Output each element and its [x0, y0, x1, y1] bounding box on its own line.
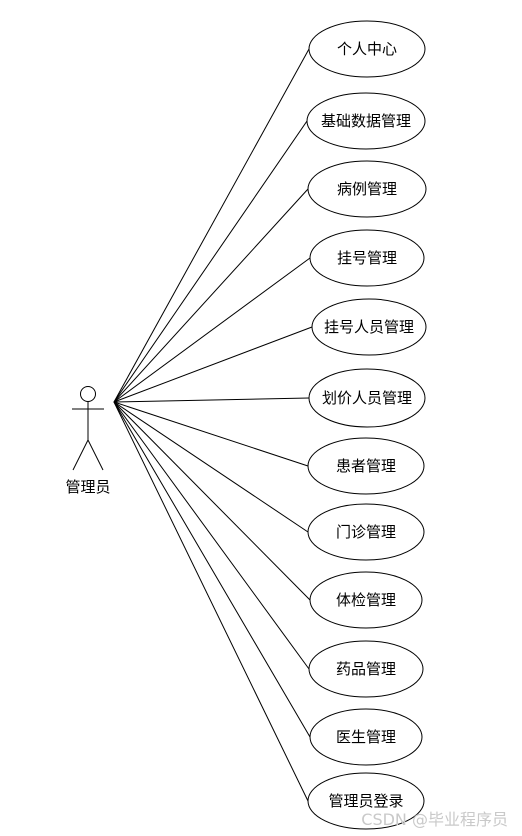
association-line — [113, 326, 313, 403]
association-line — [113, 401, 309, 533]
association-line — [113, 48, 310, 403]
use-case-ellipse — [307, 503, 425, 561]
use-case-ellipse — [306, 92, 426, 150]
use-case-group: 个人中心基础数据管理病例管理挂号管理挂号人员管理划价人员管理患者管理门诊管理体检… — [306, 20, 427, 830]
association-line — [113, 188, 309, 403]
association-line — [113, 401, 309, 467]
use-case-label: 病例管理 — [337, 180, 397, 198]
use-case-label: 药品管理 — [336, 660, 396, 678]
actor-right-leg — [87, 439, 104, 471]
use-case-label: 划价人员管理 — [322, 389, 412, 407]
association-line — [113, 401, 309, 802]
use-case-label: 医生管理 — [336, 728, 396, 746]
use-case-ellipse — [309, 708, 423, 766]
use-case-ellipse — [307, 437, 425, 495]
actor-left-leg — [72, 439, 89, 471]
use-case-label: 门诊管理 — [336, 523, 396, 541]
actor-administrator: 管理员 — [65, 386, 111, 496]
use-case-label: 挂号管理 — [337, 249, 397, 267]
use-case-label: 管理员登录 — [328, 792, 403, 810]
use-case-ellipse — [307, 772, 425, 830]
association-line — [113, 257, 311, 403]
use-case-label: 体检管理 — [336, 591, 396, 609]
actor-head — [80, 386, 96, 402]
use-case-ellipse — [309, 229, 425, 287]
use-case-ellipse — [311, 298, 427, 356]
watermark: CSDN @毕业程序员 — [361, 810, 508, 829]
use-case-ellipse — [308, 640, 424, 698]
association-line — [113, 401, 311, 601]
association-line — [113, 401, 310, 670]
use-case-ellipse — [308, 20, 426, 78]
use-case-label: 个人中心 — [337, 40, 397, 58]
use-case-label: 患者管理 — [336, 457, 396, 475]
association-lines — [113, 48, 313, 802]
use-case-ellipse — [309, 571, 423, 629]
association-line — [113, 120, 308, 403]
use-case-ellipse — [307, 160, 427, 218]
association-line — [113, 397, 310, 403]
use-case-label: 基础数据管理 — [321, 112, 411, 130]
use-case-label: 挂号人员管理 — [324, 318, 414, 336]
association-line — [113, 401, 311, 738]
actor-label: 管理员 — [65, 478, 110, 496]
use-case-ellipse — [308, 368, 426, 428]
